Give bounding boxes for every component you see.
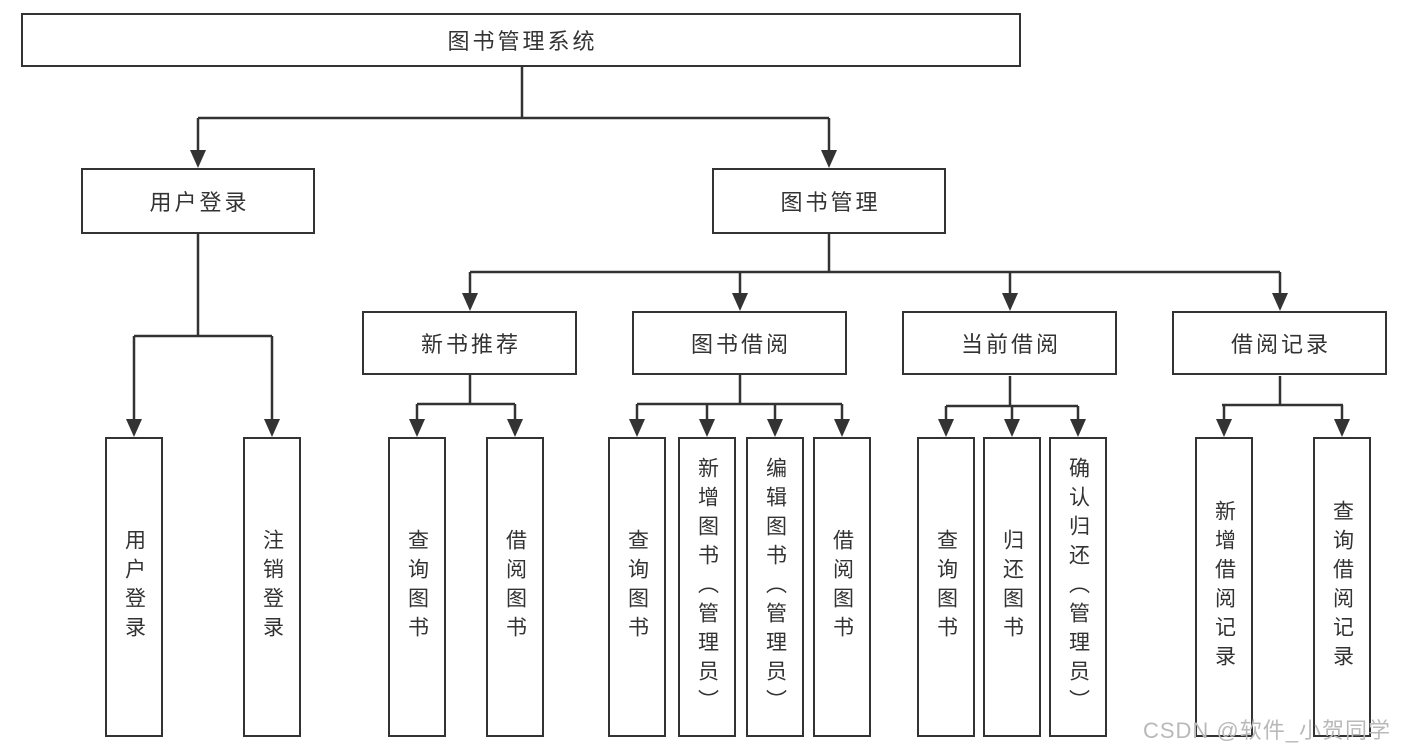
leaf-borrow-books-borrowing: 借阅图书 bbox=[813, 437, 871, 737]
csdn-watermark: CSDN @软件_小贺同学 bbox=[1142, 718, 1391, 743]
connector-arrowhead bbox=[699, 419, 715, 437]
node-new-book-recommendation: 新书推荐 bbox=[362, 311, 577, 375]
leaf-add-books-admin: 新增图书（管理员） bbox=[678, 437, 736, 737]
connector-arrowhead bbox=[767, 419, 783, 437]
leaf-edit-books-admin: 编辑图书（管理员） bbox=[746, 437, 804, 737]
connector-arrowhead bbox=[507, 419, 523, 437]
leaf-return-books: 归还图书 bbox=[983, 437, 1041, 737]
node-borrowing-records: 借阅记录 bbox=[1172, 311, 1387, 375]
leaf-label: 查询图书 bbox=[625, 529, 649, 645]
connector-arrowhead bbox=[1272, 293, 1288, 311]
connector-arrowhead bbox=[1216, 419, 1232, 437]
connector-arrowhead bbox=[629, 419, 645, 437]
leaf-confirm-return-admin: 确认归还（管理员） bbox=[1049, 437, 1107, 737]
leaf-label: 注销登录 bbox=[260, 529, 284, 645]
leaf-add-borrow-record: 新增借阅记录 bbox=[1195, 437, 1253, 737]
leaf-label: 新增图书（管理员） bbox=[695, 456, 719, 718]
leaf-label: 用户登录 bbox=[122, 529, 146, 645]
leaf-label: 借阅图书 bbox=[830, 529, 854, 645]
connector-arrowhead bbox=[462, 293, 478, 311]
leaf-label: 借阅图书 bbox=[503, 529, 527, 645]
leaf-label: 查询图书 bbox=[405, 529, 429, 645]
connector-arrowhead bbox=[190, 150, 206, 168]
node-label: 用户登录 bbox=[149, 190, 250, 215]
connector-arrowhead bbox=[938, 419, 954, 437]
connector-arrowhead bbox=[1070, 419, 1086, 437]
connector-arrowhead bbox=[821, 150, 837, 168]
connector-arrowhead bbox=[834, 419, 850, 437]
connector-arrowhead bbox=[1004, 419, 1020, 437]
connector-arrowhead bbox=[1002, 293, 1018, 311]
node-label: 图书借阅 bbox=[690, 332, 791, 357]
leaf-label: 编辑图书（管理员） bbox=[763, 456, 787, 718]
node-root-library-management-system: 图书管理系统 bbox=[21, 13, 1021, 67]
leaf-label: 查询图书 bbox=[934, 529, 958, 645]
leaf-user-login: 用户登录 bbox=[105, 437, 163, 737]
leaf-borrow-books-recommend: 借阅图书 bbox=[486, 437, 544, 737]
node-label: 图书管理 bbox=[780, 190, 881, 215]
leaf-query-borrow-record: 查询借阅记录 bbox=[1313, 437, 1371, 737]
node-book-management: 图书管理 bbox=[712, 168, 946, 234]
node-label: 当前借阅 bbox=[960, 332, 1061, 357]
leaf-query-books-current: 查询图书 bbox=[917, 437, 975, 737]
leaf-query-books-borrowing: 查询图书 bbox=[608, 437, 666, 737]
connector-arrowhead bbox=[732, 293, 748, 311]
leaf-label: 确认归还（管理员） bbox=[1066, 456, 1090, 718]
leaf-label: 查询借阅记录 bbox=[1330, 500, 1354, 674]
node-user-login: 用户登录 bbox=[81, 168, 315, 234]
connector-arrowhead bbox=[409, 419, 425, 437]
leaf-label: 新增借阅记录 bbox=[1212, 500, 1236, 674]
connector-arrowhead bbox=[126, 419, 142, 437]
node-label: 借阅记录 bbox=[1230, 332, 1331, 357]
node-current-borrowing: 当前借阅 bbox=[902, 311, 1117, 375]
leaf-label: 归还图书 bbox=[1000, 529, 1024, 645]
leaf-query-books-recommend: 查询图书 bbox=[388, 437, 446, 737]
leaf-logout: 注销登录 bbox=[243, 437, 301, 737]
node-book-borrowing: 图书借阅 bbox=[632, 311, 847, 375]
node-label: 新书推荐 bbox=[420, 332, 521, 357]
connector-arrowhead bbox=[264, 419, 280, 437]
node-label: 图书管理系统 bbox=[447, 29, 598, 54]
connector-arrowhead bbox=[1334, 419, 1350, 437]
